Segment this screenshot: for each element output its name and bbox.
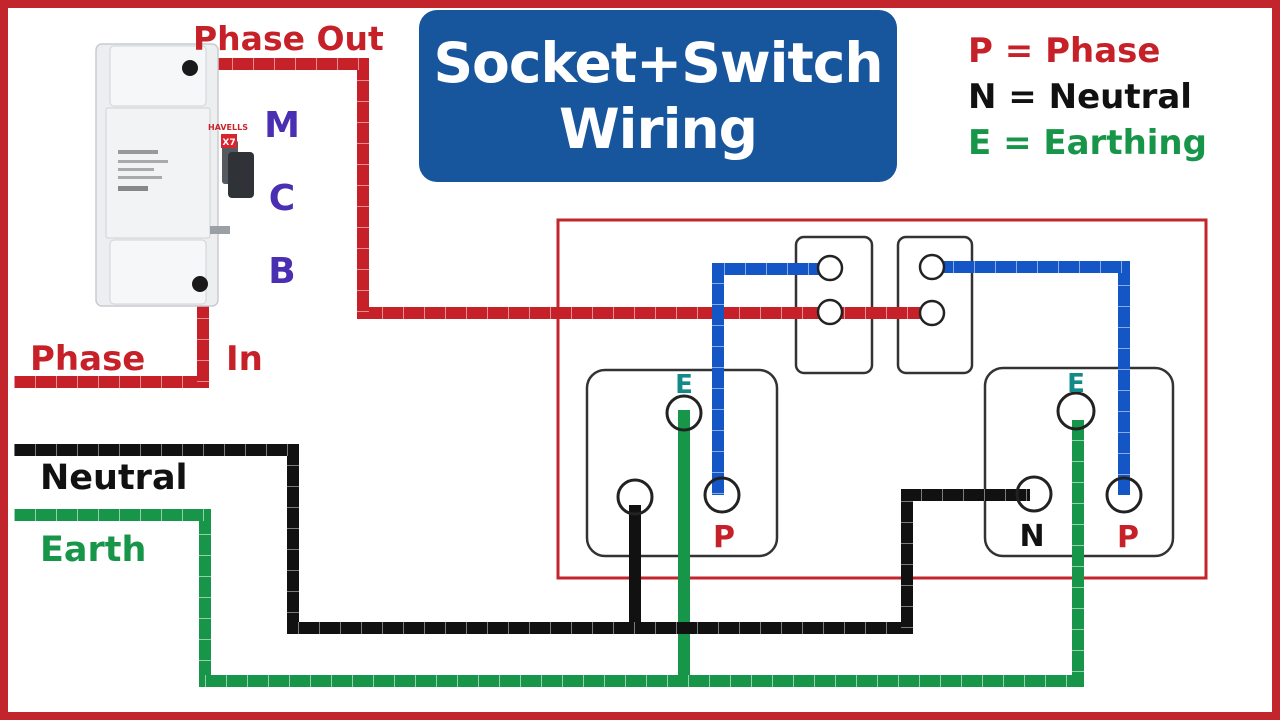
socket-right-phase-label: P bbox=[1117, 520, 1139, 555]
mcb-device: X7 HAVELLS bbox=[95, 43, 254, 307]
label-phase-in-phase: Phase bbox=[30, 339, 145, 379]
label-phase-out: Phase Out bbox=[193, 19, 384, 58]
earth-wire bbox=[14, 410, 1084, 687]
switch-board-outline bbox=[556, 218, 1208, 580]
switch-output-wire bbox=[712, 261, 1130, 495]
title-line-2: Wiring bbox=[558, 97, 758, 161]
mcb-letter-m: M bbox=[264, 105, 300, 146]
mcb-model: X7 bbox=[222, 138, 235, 148]
legend-earthing: E = Earthing bbox=[968, 123, 1207, 163]
mcb-brand: HAVELLS bbox=[208, 123, 248, 132]
title-line-1: Socket+Switch bbox=[433, 31, 883, 95]
label-neutral: Neutral bbox=[40, 458, 188, 498]
socket-left-earth-pin bbox=[665, 394, 703, 432]
legend-neutral: N = Neutral bbox=[968, 77, 1192, 117]
mcb-letter-b: B bbox=[268, 251, 295, 292]
socket-right-neutral-pin bbox=[1015, 475, 1053, 513]
mcb-model-badge bbox=[221, 134, 237, 148]
label-earth: Earth bbox=[40, 530, 146, 570]
title-banner: Socket+Switch Wiring bbox=[419, 10, 897, 182]
socket-left-earth-label: E bbox=[675, 370, 693, 400]
socket-right-earth-label: E bbox=[1067, 369, 1085, 399]
switch-1-terminal-bottom bbox=[816, 298, 844, 326]
socket-right-phase-pin bbox=[1105, 476, 1143, 514]
neutral-wire bbox=[14, 444, 1030, 634]
legend-phase: P = Phase bbox=[968, 31, 1161, 71]
mcb-toggle bbox=[228, 152, 254, 198]
label-phase-in-in: In bbox=[226, 339, 263, 379]
socket-right-earth-pin bbox=[1056, 391, 1096, 431]
switch-2-terminal-top bbox=[918, 253, 946, 281]
socket-left-phase-label: P bbox=[713, 520, 735, 555]
mcb-bottom-terminal bbox=[192, 276, 208, 292]
socket-left-neutral-pin bbox=[616, 478, 654, 516]
mcb-top-terminal bbox=[182, 60, 198, 76]
legend: P = Phase N = Neutral E = Earthing bbox=[968, 28, 1207, 166]
mcb-letter-c: C bbox=[269, 178, 295, 219]
socket-left-phase-pin bbox=[703, 476, 741, 514]
phase-wire bbox=[14, 58, 932, 388]
switch-2-terminal-bottom bbox=[918, 299, 946, 327]
socket-right-neutral-label: N bbox=[1019, 519, 1044, 554]
switch-1-terminal-top bbox=[816, 254, 844, 282]
